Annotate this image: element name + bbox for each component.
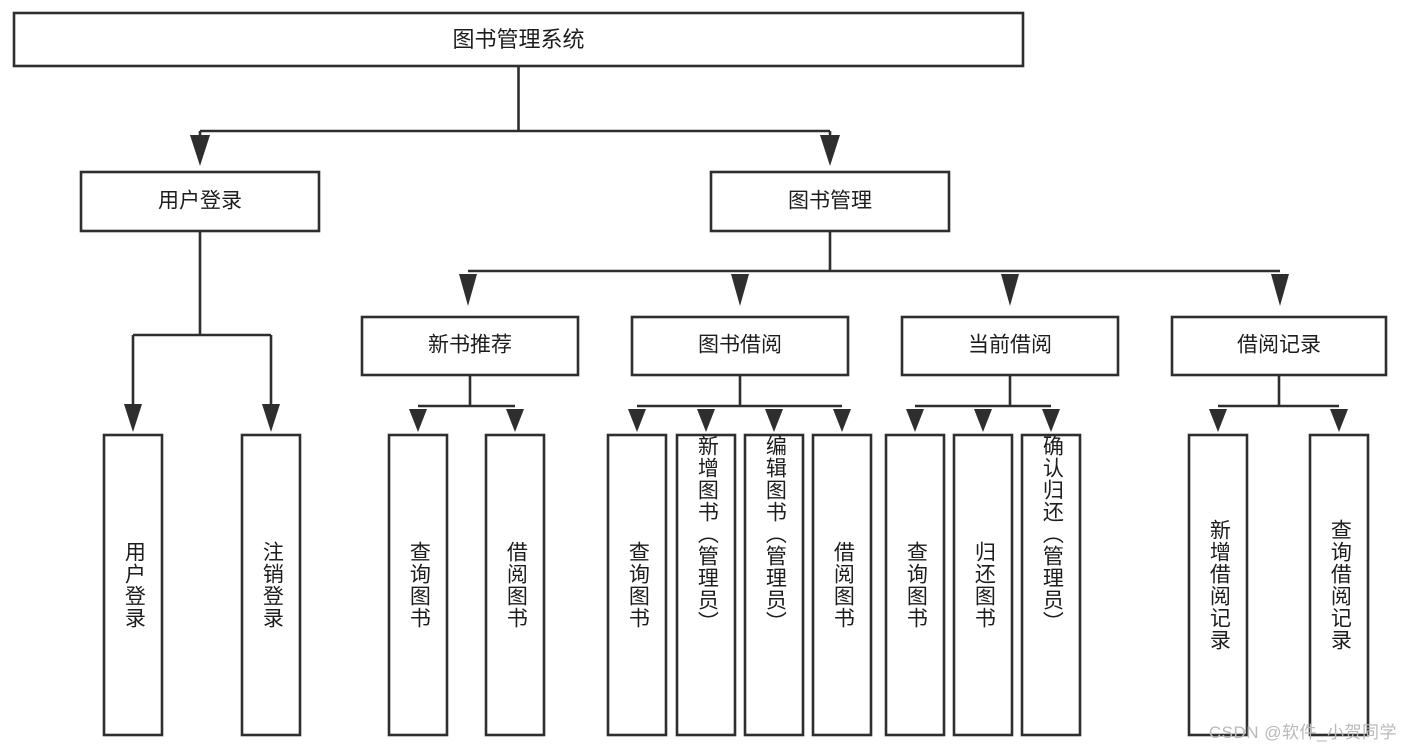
node-root-box[interactable]: [12, 11, 1025, 68]
node-user-login-box[interactable]: [79, 170, 321, 233]
node-user-login-label: 用户登录: [158, 190, 242, 213]
leaf-box-user-login[interactable]: [102, 433, 164, 737]
arrow-head-borrow: [731, 274, 749, 306]
arrow-head-leaf-borrowbook-1: [506, 409, 524, 432]
node-current-borrow-box[interactable]: [900, 315, 1120, 377]
connector-group-current-leaves: [906, 375, 1060, 432]
arrow-head-leaf-userlogin: [124, 404, 142, 432]
leaf-box-add-book[interactable]: [675, 433, 737, 737]
node-book-management-label: 图书管理: [788, 190, 872, 213]
node-borrow-records-label: 借阅记录: [1237, 334, 1321, 357]
arrow-head-leaf-queryrecord: [1330, 409, 1348, 432]
leaf-box-add-record[interactable]: [1187, 433, 1249, 737]
leaf-box-borrow-book-2[interactable]: [811, 433, 873, 737]
csdn-watermark: CSDN @软件_小贺同学: [1208, 723, 1397, 742]
arrow-head-leaf-borrowbook-2: [833, 409, 851, 432]
arrow-head-leaf-query-2: [628, 409, 646, 432]
node-book-management-box[interactable]: [709, 170, 951, 233]
node-book-borrow[interactable]: 图书借阅: [630, 315, 850, 377]
connector-group-login-leaves: [124, 231, 280, 432]
connector-group-borrow-leaves: [628, 375, 851, 432]
arrow-head-leaf-addrecord: [1209, 409, 1227, 432]
connector-group-records-leaves: [1209, 375, 1348, 432]
leaf-box-query-record[interactable]: [1308, 433, 1370, 737]
leaf-box-return-book[interactable]: [952, 433, 1014, 737]
leaf-box-query-book-3[interactable]: [884, 433, 946, 737]
leaf-boxes: [102, 433, 1370, 737]
arrow-head-leaf-addbook: [697, 409, 715, 432]
node-new-book-recommend-label: 新书推荐: [428, 334, 512, 357]
arrow-head-leaf-logout: [262, 404, 280, 432]
arrow-head-leaf-query-3: [906, 409, 924, 432]
node-root-label: 图书管理系统: [452, 27, 584, 52]
connector-group-newbooks-leaves: [409, 375, 524, 432]
leaf-box-query-book-2[interactable]: [606, 433, 668, 737]
arrow-head-bookmgmt: [820, 135, 840, 166]
arrow-head-leaf-return: [974, 409, 992, 432]
arrow-head-leaf-confirmreturn: [1042, 409, 1060, 432]
arrow-head-newbooks: [459, 274, 477, 306]
node-new-book-recommend[interactable]: 新书推荐: [360, 315, 580, 377]
arrow-head-current: [1001, 274, 1019, 306]
node-root[interactable]: 图书管理系统: [12, 11, 1025, 68]
arrow-head-login: [190, 135, 210, 166]
leaf-box-confirm-return[interactable]: [1020, 433, 1082, 737]
node-current-borrow-label: 当前借阅: [968, 334, 1052, 357]
arrow-head-leaf-query-1: [409, 409, 427, 432]
node-book-borrow-label: 图书借阅: [698, 334, 782, 357]
connector-group-root: [190, 66, 840, 166]
node-book-management[interactable]: 图书管理: [709, 170, 951, 233]
node-current-borrow[interactable]: 当前借阅: [900, 315, 1120, 377]
leaf-box-borrow-book-1[interactable]: [484, 433, 546, 737]
arrow-head-leaf-editbook: [765, 409, 783, 432]
node-book-borrow-box[interactable]: [630, 315, 850, 377]
arrow-head-records: [1271, 274, 1289, 306]
connector-group-bookmgmt: [459, 231, 1289, 306]
node-new-book-recommend-box[interactable]: [360, 315, 580, 377]
node-borrow-records-box[interactable]: [1170, 315, 1388, 377]
leaf-box-logout[interactable]: [240, 433, 302, 737]
leaf-box-edit-book[interactable]: [743, 433, 805, 737]
node-borrow-records[interactable]: 借阅记录: [1170, 315, 1388, 377]
leaf-box-query-book-1[interactable]: [387, 433, 449, 737]
node-user-login[interactable]: 用户登录: [79, 170, 321, 233]
